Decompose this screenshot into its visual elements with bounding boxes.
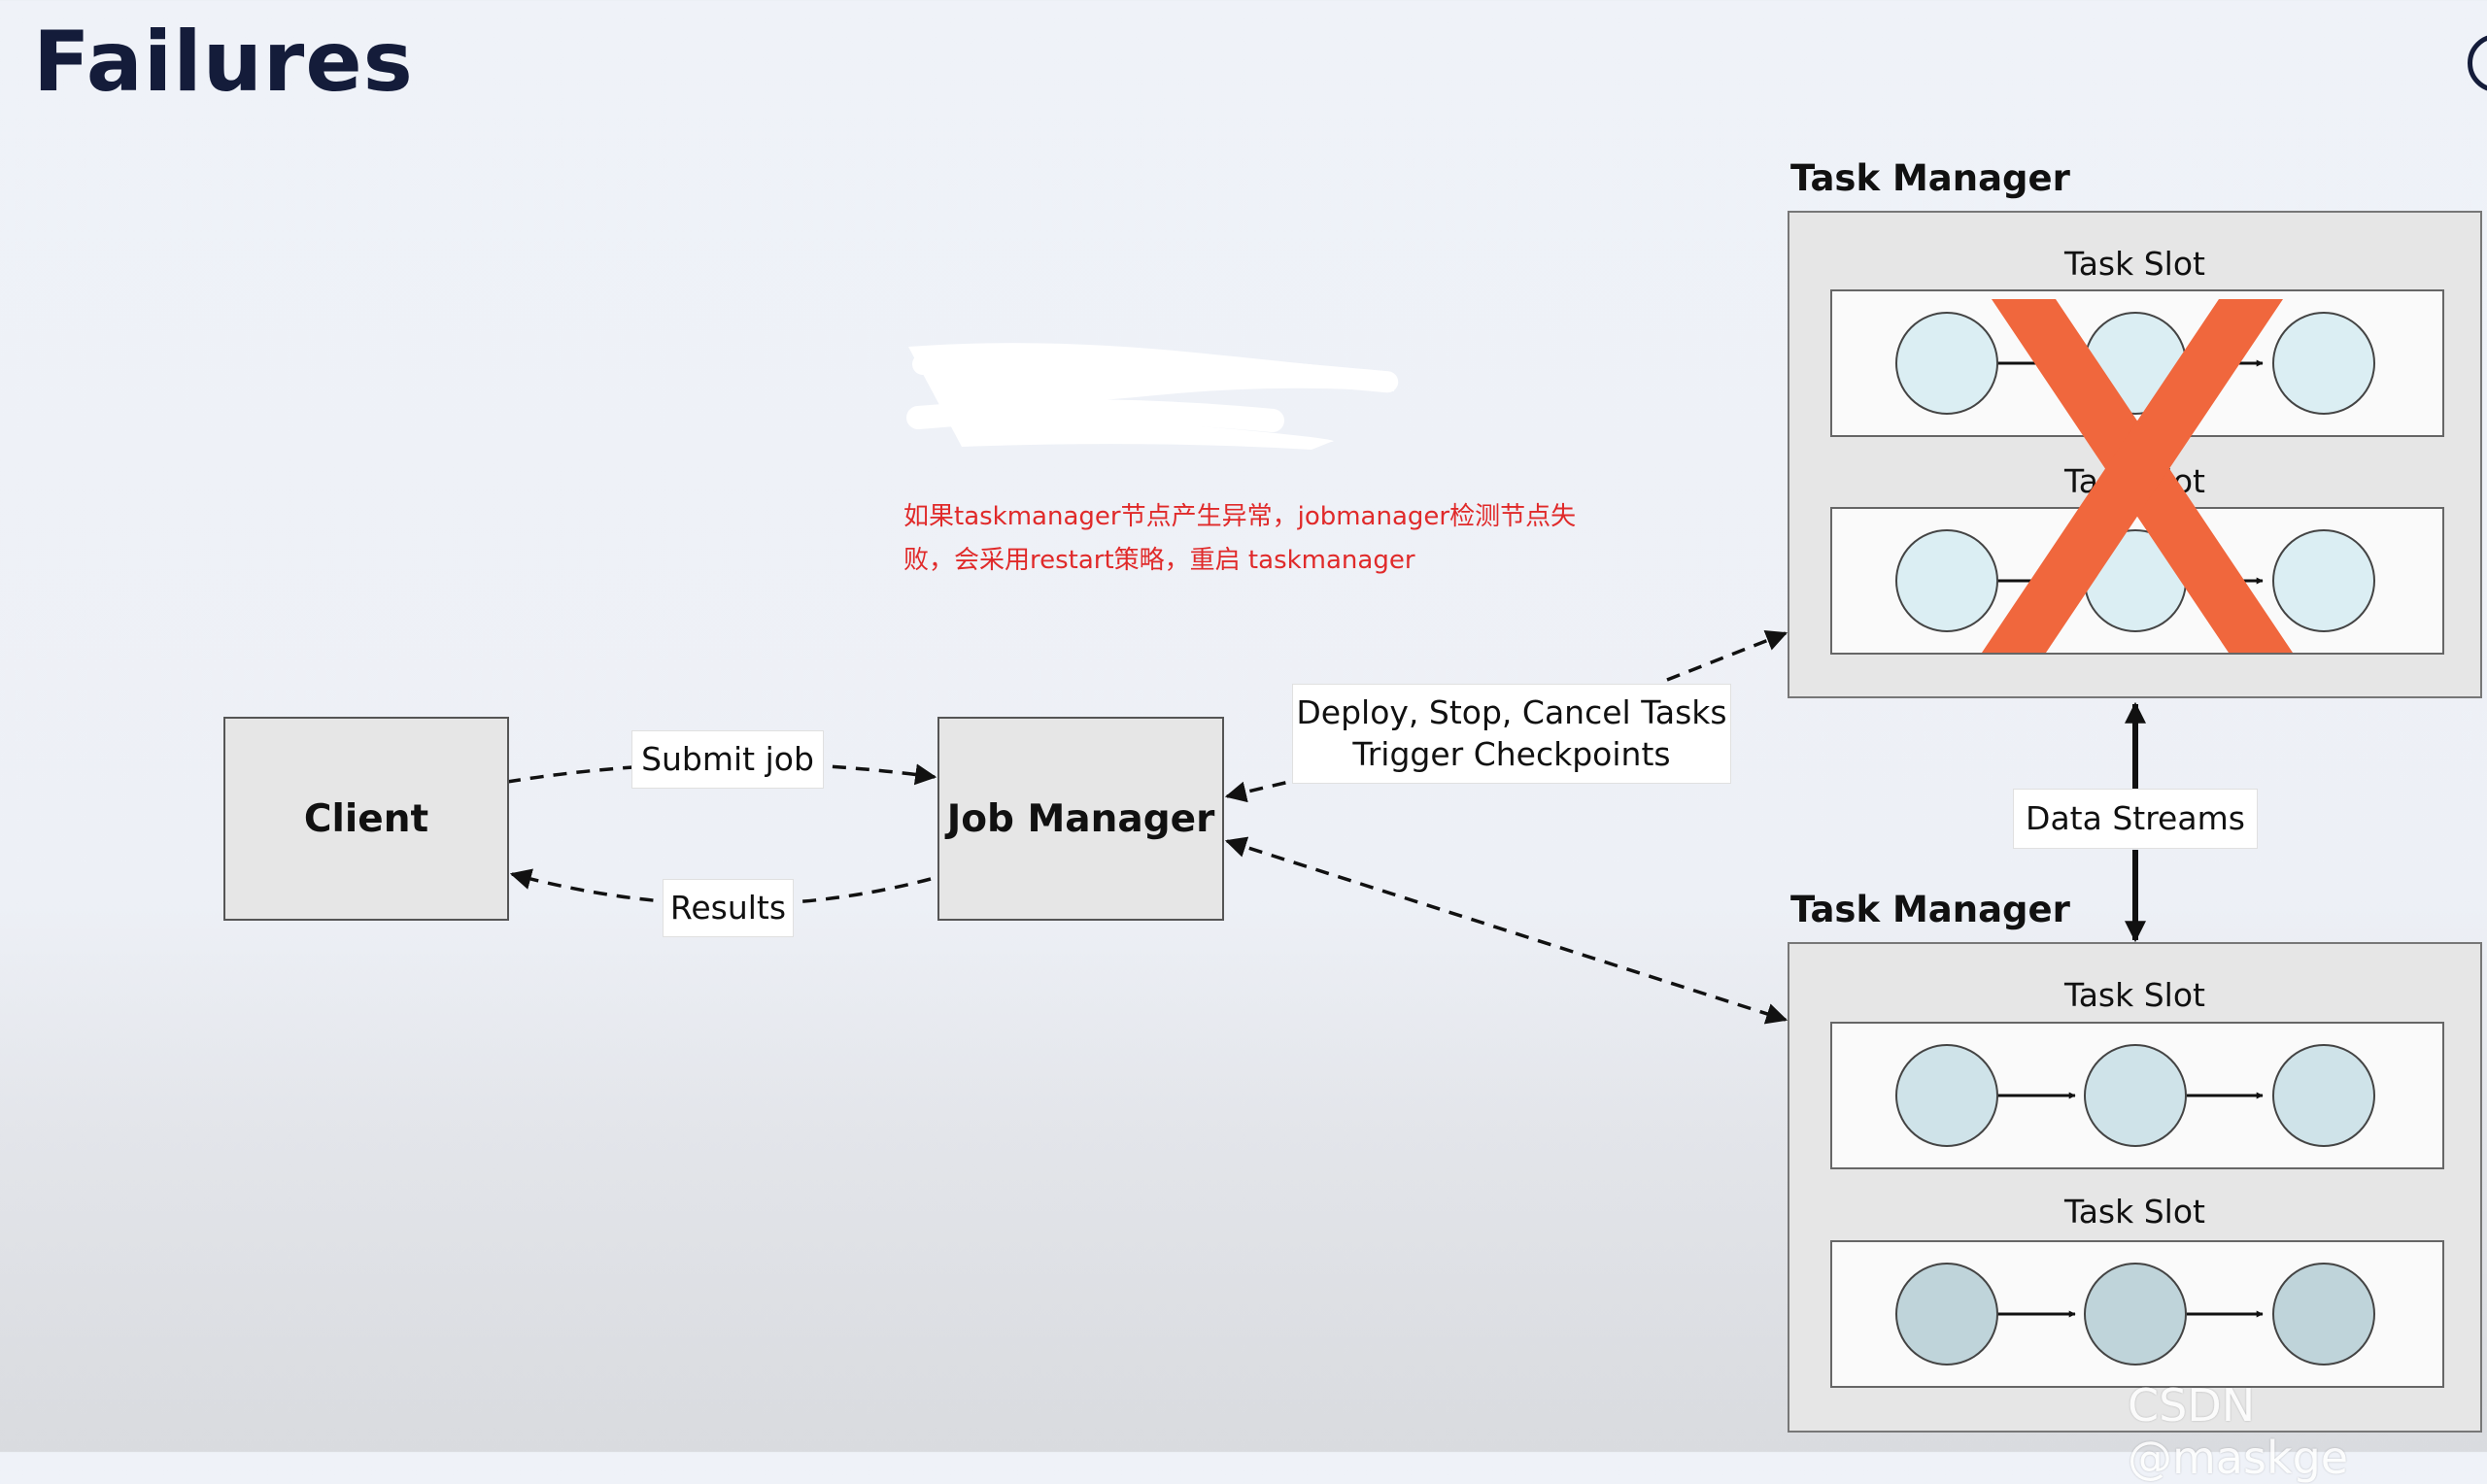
task-node <box>2084 1263 2187 1366</box>
data-streams-label: Data Streams <box>2013 789 2258 849</box>
task-slot-title: Task Slot <box>2064 1193 2205 1231</box>
task-node <box>2272 312 2375 415</box>
task-manager-1-title: Task Manager <box>1790 157 2070 199</box>
task-slot <box>1830 1022 2444 1169</box>
deploy-arrow-tm2 <box>1224 836 1789 1025</box>
redaction-scribble <box>906 343 1399 450</box>
task-slot <box>1830 289 2444 437</box>
task-node <box>2084 1044 2187 1147</box>
failure-x-icon <box>1982 299 2293 653</box>
results-arrow <box>509 868 932 906</box>
results-label: Results <box>663 879 794 937</box>
task-manager-2-title: Task Manager <box>1790 889 2070 930</box>
job-manager-label: Job Manager <box>946 796 1215 841</box>
task-chain <box>1895 1044 2375 1147</box>
task-manager-2: Task Slot Task Slot <box>1788 942 2482 1433</box>
task-node <box>1895 1044 1998 1147</box>
task-chain <box>1895 529 2375 632</box>
annotation-line1: 如果taskmanager节点产生异常，jobmanager检测节点失 <box>903 502 1577 531</box>
task-chain <box>1895 1263 2375 1366</box>
task-slot <box>1830 1240 2444 1388</box>
task-node <box>1895 1263 1998 1366</box>
deploy-arrow-tm1 <box>1666 630 1789 682</box>
failure-annotation: 如果taskmanager节点产生异常，jobmanager检测节点失 败，会采… <box>903 495 1603 583</box>
deploy-arrow-top <box>1224 777 1303 803</box>
submit-job-label: Submit job <box>631 730 824 789</box>
annotation-line2: 败，会采用restart策略，重启 taskmanager <box>903 546 1415 575</box>
task-node <box>2272 1263 2375 1366</box>
submit-job-text: Submit job <box>641 739 814 778</box>
task-node <box>2272 529 2375 632</box>
task-slot-title: Task Slot <box>2064 976 2205 1014</box>
task-node <box>2272 1044 2375 1147</box>
watermark: CSDN @maskge <box>2128 1379 2349 1484</box>
deploy-label-line2: Trigger Checkpoints <box>1352 734 1671 773</box>
results-text: Results <box>669 888 787 927</box>
task-slot-title: Task Slot <box>2064 245 2205 283</box>
task-node <box>1895 529 1998 632</box>
job-manager-box: Job Manager <box>937 717 1224 921</box>
client-box: Client <box>223 717 509 921</box>
client-label: Client <box>303 796 429 841</box>
data-streams-text: Data Streams <box>2026 798 2245 837</box>
task-slot <box>1830 507 2444 655</box>
task-node <box>1895 312 1998 415</box>
deploy-label: Deploy, Stop, Cancel Tasks Trigger Check… <box>1292 684 1731 784</box>
page-title: Failures <box>33 14 414 111</box>
deploy-label-line1: Deploy, Stop, Cancel Tasks <box>1296 692 1727 731</box>
